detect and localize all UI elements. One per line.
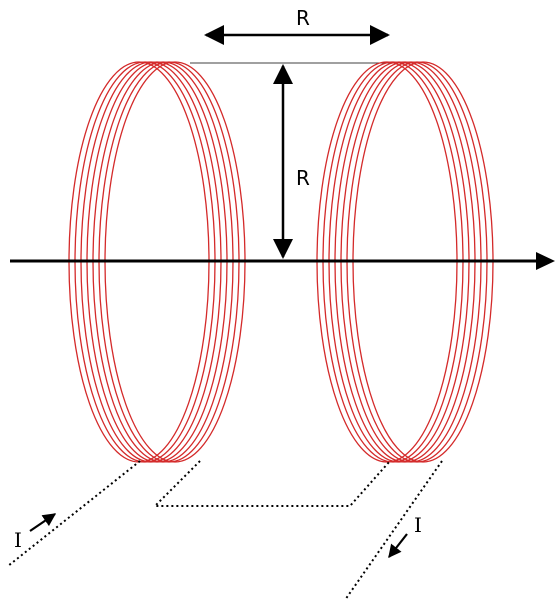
separation-label: R [296, 6, 310, 30]
current-in-arrow [29, 513, 57, 532]
current-out-arrow [388, 533, 408, 559]
current-in-label: I [14, 528, 22, 552]
axis-arrowhead [536, 252, 555, 270]
wire-connector [152, 460, 391, 507]
radius-label: R [296, 166, 310, 190]
wire-left-lead [7, 460, 141, 567]
current-out-label: I [414, 513, 422, 537]
wire-right-lead [344, 460, 443, 601]
